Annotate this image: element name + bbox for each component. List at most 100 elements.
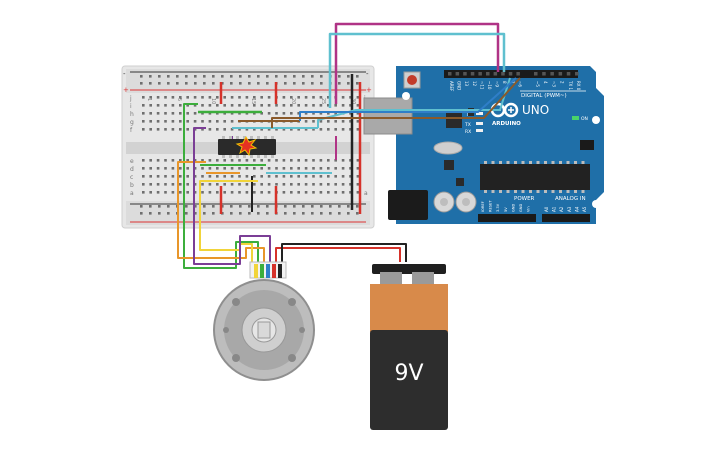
digital-pin-hole[interactable] [550,72,554,76]
atmega-pin [559,190,562,193]
rail-hole [320,205,323,208]
atmega-pin [536,161,540,164]
digital-pin-hole[interactable] [534,72,538,76]
digital-pin-hole[interactable] [575,72,579,76]
mount-hole-2 [592,116,600,124]
digital-pin-hole[interactable] [486,72,490,76]
digital-pin-hole[interactable] [493,72,498,76]
breadboard-hole [149,167,152,170]
col-num-20: 20 [290,98,296,104]
rail-hole [293,205,296,208]
digital-pin-hole[interactable] [478,72,482,76]
breadboard-hole [245,128,249,131]
breadboard-hole [304,183,308,186]
breadboard-hole [260,96,263,99]
digital-pin-hole[interactable] [470,72,475,76]
col-num-25: 25 [320,98,326,104]
digital-pin-hole[interactable] [566,72,571,76]
breadboard-hole [186,183,189,186]
digital-pin-hole[interactable] [542,72,546,76]
breadboard-hole [193,167,197,170]
rail-hole [311,82,314,85]
breadboard-hole [253,128,256,131]
rail-hole [356,82,359,85]
wire-blue-board[interactable] [299,77,517,121]
breadboard-hole [341,183,345,186]
wire-orange-motor[interactable] [177,161,265,262]
breadboard-hole [149,96,152,99]
wire-red-motor[interactable] [275,247,401,262]
wire-black-motor[interactable] [281,243,407,262]
breadboard-hole [201,159,204,162]
breadboard-hole [341,167,345,170]
breadboard-hole [312,120,315,123]
power-jack[interactable] [388,190,428,220]
rail-hole [185,212,188,215]
power-header[interactable] [478,214,536,222]
rail-hole [140,212,143,215]
breadboard-hole [193,120,197,123]
breadboard-hole [179,128,182,131]
usb-port[interactable] [363,97,413,135]
atmega-pin [514,161,517,164]
breadboard-hole [171,183,175,186]
battery-9v[interactable]: 9V [370,264,448,430]
digital-pin-hole[interactable] [448,72,452,76]
rail-hole [203,205,206,208]
breadboard-hole [179,159,182,162]
breadboard-hole [334,167,337,170]
breadboard-hole [223,191,226,194]
digital-pin-hole[interactable] [455,72,460,76]
atmega-pin [574,161,577,164]
digital-pin-hole[interactable] [501,72,505,76]
atmega-pin [559,161,562,164]
breadboard-hole [223,112,226,115]
wire-purple-motor[interactable] [193,127,271,265]
wire-cyan-pin10[interactable] [328,32,506,108]
regulator-chip [444,160,454,170]
breadboard-hole [319,96,323,99]
ic-pin [264,155,267,158]
wire-brown-board[interactable] [271,77,521,128]
wire-magenta-pin11[interactable] [334,22,500,104]
driver-ic-chip[interactable] [218,135,276,158]
wire-cyan-board[interactable] [317,77,511,128]
breadboard-hole [260,167,263,170]
atmega-pin [499,190,502,193]
dc-motor-encoder[interactable] [213,261,315,381]
digital-pin-hole[interactable] [508,72,513,76]
analog-header[interactable] [542,214,590,222]
breadboard-hole [208,191,212,194]
atmega-pin [536,190,540,193]
breadboard-hole [193,191,197,194]
breadboard-hole [319,191,323,194]
rail-hole [302,82,305,85]
breadboard-hole [171,159,175,162]
breadboard-hole [201,120,204,123]
digital-pin-hole[interactable] [558,72,563,76]
breadboard-hole [304,128,308,131]
ic-pins [222,136,274,158]
reset-button-cap[interactable] [407,75,417,85]
rail-hole [203,212,206,215]
digital-pin-hole[interactable] [516,72,520,76]
breadboard-hole [179,191,182,194]
rail-hole [311,212,314,215]
breadboard-hole [349,167,352,170]
rail-minus-label: - [123,70,126,78]
wire-green-motor[interactable] [183,103,259,269]
breadboard-hole [238,183,241,186]
digital-pin-hole[interactable] [463,72,467,76]
breadboard-hole [356,191,360,194]
breadboard-hole [260,175,263,178]
breadboard-hole [230,175,234,178]
digital-pin-label: ~5 [535,81,540,87]
breadboard-hole [149,183,152,186]
rail-hole [212,212,215,215]
breadboard-jumpers[interactable] [198,74,362,214]
wires[interactable] [177,22,521,269]
row-letter-i: i [130,103,132,110]
breadboard-hole [267,128,271,131]
rail-hole [293,212,296,215]
